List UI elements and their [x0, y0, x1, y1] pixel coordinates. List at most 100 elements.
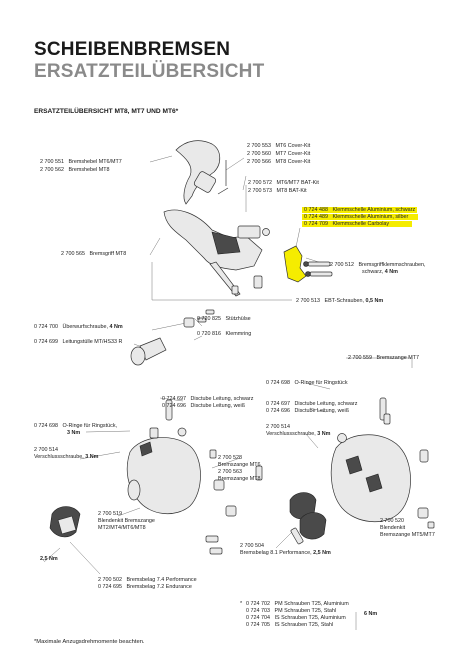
- part-name: MT7 Cover-Kit: [275, 151, 311, 157]
- part-name: Verschlussschraube,: [34, 454, 84, 460]
- label-stuetzhuelse: 0 720 825 Stützhülse: [197, 316, 251, 323]
- section-heading: ERSATZTEILÜBERSICHT MT8, MT7 UND MT6*: [34, 108, 179, 115]
- part-name: Bremsgriffklemmschrauben,: [358, 262, 426, 268]
- part-number: 2 700 563: [218, 469, 242, 475]
- part-number: 2 700 560: [247, 151, 271, 157]
- part-number: 0 724 489: [304, 214, 328, 220]
- part-number: 2 700 512: [330, 262, 354, 268]
- label-is-alu: 0 724 704 IS Schrauben T25, Aluminium: [246, 615, 346, 622]
- label-leitungstuelle: 0 724 699 Leitungstülle MT/HS33 R: [34, 339, 122, 346]
- label-verschluss-left-2: Verschlussschraube, 3 Nm: [34, 454, 98, 461]
- label-klemmschrauben: 2 700 512 Bremsgriffklemmschrauben,: [330, 262, 426, 269]
- part-name: Überwurfschraube,: [62, 324, 109, 330]
- part-number: 0 724 699: [34, 339, 58, 345]
- torque-value: 4 Nm: [109, 324, 123, 330]
- part-number: 2 700 514: [34, 447, 58, 453]
- label-disctube-weiss-left: 0 724 696 Disctube Leitung, weiß: [162, 403, 245, 410]
- page-subtitle: ERSATZTEILÜBERSICHT: [34, 61, 265, 82]
- part-name: EBT-Schrauben,: [324, 298, 365, 304]
- part-name: O-Ringe für Ringstück: [294, 380, 348, 386]
- label-bat-mt8: 2 700 573 MT8 BAT-Kit: [248, 188, 307, 195]
- part-number: 2 700 514: [266, 424, 290, 430]
- part-number: 0 724 705: [246, 622, 270, 628]
- part-number: 2 700 528: [218, 455, 242, 461]
- part-number: 0 724 696: [162, 403, 186, 409]
- label-bremsgriff-mt8: 2 700 565 Bremsgriff MT8: [61, 251, 126, 258]
- label-blendkit-right: 2 700 520: [380, 518, 404, 525]
- torque-value: 2,5 Nm: [313, 550, 331, 556]
- label-screw-torque: 6 Nm: [364, 611, 378, 617]
- label-clamp-carbolay: 0 724 709 Klemmschelle Carbolay: [302, 221, 413, 228]
- label-verschluss-right-2: Verschlussschraube, 3 Nm: [266, 431, 330, 438]
- torque-value: 4 Nm: [384, 269, 398, 275]
- part-name: Bremsbelag 7.4 Performance: [126, 577, 197, 583]
- label-cover-mt8: 2 700 566 MT8 Cover-Kit: [247, 159, 310, 166]
- brake-lever-assembly: [163, 140, 333, 297]
- label-lever-mt6-mt7: 2 700 551 Bremshebel MT6/MT7: [40, 159, 122, 166]
- part-name: Bremsgriff MT8: [89, 251, 127, 257]
- highlight: 0 724 488 Klemmschelle Aluminium, schwar…: [302, 207, 418, 213]
- torque-value: 3 Nm: [317, 431, 331, 437]
- label-bremsbelag-74: 2 700 502 Bremsbelag 7.4 Performance: [98, 577, 197, 584]
- part-name: Bremshebel MT6/MT7: [68, 159, 122, 165]
- label-disctube-schwarz-left: 0 724 697 Disctube Leitung, schwarz: [162, 396, 253, 403]
- part-name: IS Schrauben T25, Stahl: [274, 622, 334, 628]
- label-bremsbelag-8: 2 700 504: [240, 543, 264, 550]
- label-cover-mt7: 2 700 560 MT7 Cover-Kit: [247, 151, 310, 158]
- part-number: 0 724 696: [266, 408, 290, 414]
- part-number: 2 700 565: [61, 251, 85, 257]
- part-name: PM Schrauben T25, Stahl: [274, 608, 337, 614]
- label-clamp-silber: 0 724 489 Klemmschelle Aluminium, silber: [302, 214, 418, 221]
- part-name: Bremshebel MT8: [68, 167, 110, 173]
- part-number: 0 724 703: [246, 608, 270, 614]
- label-clamp-schwarz: 0 724 488 Klemmschelle Aluminium, schwar…: [302, 207, 418, 214]
- part-name: Verschlussschraube,: [266, 431, 316, 437]
- label-oring-right: 0 724 698 O-Ringe für Ringstück: [266, 380, 348, 387]
- part-number: 2 700 520: [380, 518, 404, 524]
- part-number: 0 724 698: [34, 423, 58, 429]
- part-name: Bremszange MT7: [376, 355, 420, 361]
- torque-value: 0,5 Nm: [365, 298, 384, 304]
- label-lever-mt8: 2 700 562 Bremshebel MT8: [40, 167, 110, 174]
- part-name: MT8 Cover-Kit: [275, 159, 311, 165]
- part-number: 2 700 559: [348, 355, 372, 361]
- part-number: 0 724 697: [266, 401, 290, 407]
- part-number: 2 700 562: [40, 167, 64, 173]
- label-verschluss-left: 2 700 514: [34, 447, 58, 454]
- label-torque-pads-left: 2,5 Nm: [40, 556, 58, 562]
- label-bremszange-mt6-name: Bremszange MT6: [218, 462, 261, 468]
- label-pm-alu: 0 724 702 PM Schrauben T25, Aluminium: [246, 601, 349, 608]
- label-bremszange-mt6: 2 700 528: [218, 455, 242, 462]
- highlight: 0 724 489 Klemmschelle Aluminium, silber: [302, 214, 418, 220]
- label-blendkit-left-name2: MT2/MT4/MT6/MT8: [98, 525, 146, 531]
- label-bremszange-mt8-name: Bremszange MT8: [218, 476, 261, 482]
- label-bremsbelag-8-name: Bremsbelag 8.1 Performance, 2,5 Nm: [240, 550, 331, 557]
- part-number: 2 700 519: [98, 511, 122, 517]
- part-number: 0 724 698: [266, 380, 290, 386]
- footnote: *Maximale Anzugsdrehmomente beachten.: [34, 639, 145, 645]
- part-name: Leitungstülle MT/HS33 R: [62, 339, 123, 345]
- label-ueberwurf: 0 724 700 Überwurfschraube, 4 Nm: [34, 324, 123, 331]
- part-number: 0 724 695: [98, 584, 122, 590]
- part-number: 0 724 488: [304, 207, 328, 213]
- label-bremsbelag-72: 0 724 695 Bremsbelag 7.2 Endurance: [98, 584, 192, 591]
- part-number: 0 720 816: [197, 331, 221, 337]
- label-is-stahl: 0 724 705 IS Schrauben T25, Stahl: [246, 622, 333, 629]
- part-number: 0 724 704: [246, 615, 270, 621]
- part-number: 2 700 551: [40, 159, 64, 165]
- part-number: 2 700 513: [296, 298, 320, 304]
- label-klemmschrauben-2: schwarz, 4 Nm: [362, 269, 398, 276]
- part-number: 2 700 502: [98, 577, 122, 583]
- label-oring-left-torque: 3 Nm: [67, 430, 81, 436]
- label-bremszange-mt8: 2 700 563: [218, 469, 242, 476]
- part-name: Disctube Leitung, weiß: [294, 408, 350, 414]
- part-name: Klemmschelle Aluminium, silber: [332, 214, 409, 220]
- torque-value: 3 Nm: [85, 454, 99, 460]
- part-number: 2 700 572: [248, 180, 272, 186]
- part-number: 2 700 553: [247, 143, 271, 149]
- part-name: Bremsbelag 7.2 Endurance: [126, 584, 192, 590]
- brake-pads: [289, 492, 327, 545]
- label-disctube-schwarz-right: 0 724 697 Disctube Leitung, schwarz: [266, 401, 357, 408]
